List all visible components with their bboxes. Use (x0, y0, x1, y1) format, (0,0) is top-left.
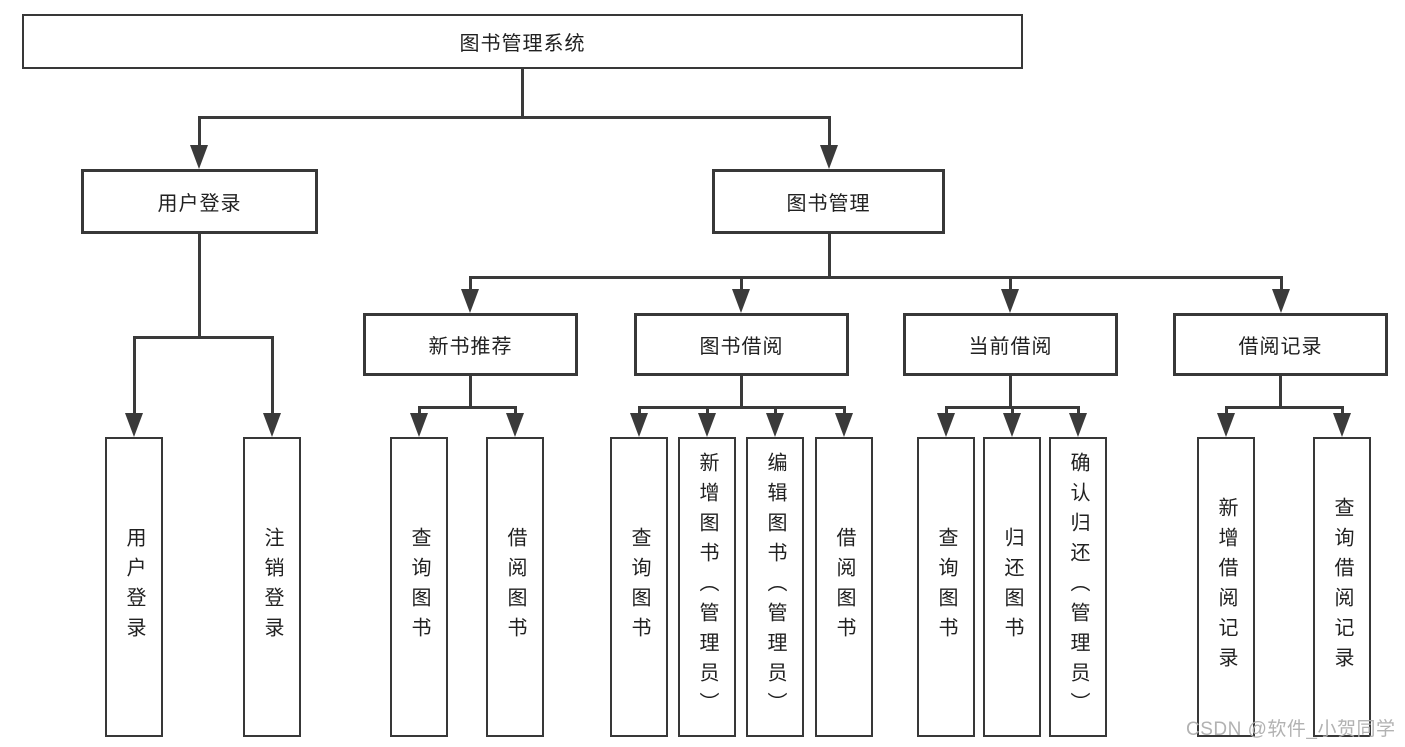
node-current-borrowing-label: 当前借阅 (968, 336, 1053, 358)
connector-drop-leaf (513, 405, 517, 416)
leaf-query-books-2-label: 查询图书 (628, 527, 650, 647)
connector-drop-leaf (270, 335, 274, 415)
connector-new-books-stem (469, 376, 472, 408)
arrowhead-down-icon (1217, 413, 1235, 437)
leaf-return-books-label: 归还图书 (1001, 527, 1023, 647)
leaf-add-borrow-record-label: 新增借阅记录 (1215, 497, 1237, 677)
leaf-return-books: 归还图书 (983, 437, 1041, 737)
leaf-borrow-books-1: 借阅图书 (486, 437, 544, 737)
arrowhead-down-icon (766, 413, 784, 437)
leaf-add-books-admin: 新增图书（管理员） (678, 437, 736, 737)
connector-drop-records (1279, 275, 1283, 292)
connector-drop-book-mgmt (827, 115, 831, 147)
leaf-borrow-books-2: 借阅图书 (815, 437, 873, 737)
connector-records-stem (1278, 376, 1282, 408)
connector-records-crossbar (1224, 405, 1344, 409)
arrowhead-down-icon (410, 413, 428, 437)
node-book-management: 图书管理 (712, 169, 945, 234)
connector-root-crossbar (197, 115, 831, 119)
arrowhead-down-icon (125, 413, 143, 437)
connector-user-login-stem (197, 234, 201, 338)
connector-book-mgmt-crossbar (468, 275, 1283, 279)
arrowhead-down-icon (1001, 289, 1019, 313)
connector-borrowing-crossbar (637, 405, 846, 409)
connector-root-stem (520, 69, 524, 118)
arrowhead-down-icon (835, 413, 853, 437)
leaf-confirm-return-admin: 确认归还（管理员） (1049, 437, 1107, 737)
leaf-query-books-2: 查询图书 (610, 437, 668, 737)
connector-drop-leaf (637, 405, 641, 416)
leaf-query-books-1: 查询图书 (390, 437, 448, 737)
node-new-book-recommend-label: 新书推荐 (428, 336, 513, 358)
arrowhead-down-icon (1333, 413, 1351, 437)
connector-drop-user-login (197, 115, 201, 147)
node-user-login-label: 用户登录 (157, 193, 242, 215)
connector-new-books-crossbar (417, 405, 517, 409)
connector-drop-leaf (944, 405, 948, 416)
arrowhead-down-icon (937, 413, 955, 437)
leaf-query-borrow-record: 查询借阅记录 (1313, 437, 1371, 737)
leaf-query-borrow-record-label: 查询借阅记录 (1331, 497, 1353, 677)
arrowhead-down-icon (1003, 413, 1021, 437)
connector-drop-borrowing (739, 275, 743, 292)
arrowhead-down-icon (506, 413, 524, 437)
leaf-logout-label: 注销登录 (261, 527, 283, 647)
connector-drop-new-books (468, 275, 472, 292)
arrowhead-down-icon (732, 289, 750, 313)
node-root-label: 图书管理系统 (459, 33, 586, 55)
leaf-add-borrow-record: 新增借阅记录 (1197, 437, 1255, 737)
connector-drop-leaf (773, 405, 777, 416)
leaf-query-books-3-label: 查询图书 (935, 527, 957, 647)
leaf-logout: 注销登录 (243, 437, 301, 737)
leaf-edit-books-admin: 编辑图书（管理员） (746, 437, 804, 737)
leaf-user-login-label: 用户登录 (123, 527, 145, 647)
leaf-query-books-1-label: 查询图书 (408, 527, 430, 647)
connector-current-stem (1008, 376, 1012, 408)
leaf-add-books-admin-label: 新增图书（管理员） (696, 452, 718, 722)
node-root: 图书管理系统 (22, 14, 1023, 69)
leaf-confirm-return-admin-label: 确认归还（管理员） (1067, 452, 1089, 722)
node-book-borrowing: 图书借阅 (634, 313, 849, 376)
connector-drop-leaf (705, 405, 709, 416)
connector-drop-leaf (1340, 405, 1344, 416)
arrowhead-down-icon (698, 413, 716, 437)
arrowhead-down-icon (1272, 289, 1290, 313)
arrowhead-down-icon (820, 145, 838, 169)
node-borrow-records: 借阅记录 (1173, 313, 1388, 376)
leaf-query-books-3: 查询图书 (917, 437, 975, 737)
node-user-login: 用户登录 (81, 169, 318, 234)
arrowhead-down-icon (263, 413, 281, 437)
arrowhead-down-icon (461, 289, 479, 313)
connector-drop-leaf (1076, 405, 1080, 416)
node-borrow-records-label: 借阅记录 (1238, 336, 1323, 358)
arrowhead-down-icon (1069, 413, 1087, 437)
connector-book-mgmt-stem (827, 234, 831, 278)
connector-drop-leaf (417, 405, 421, 416)
leaf-borrow-books-2-label: 借阅图书 (833, 527, 855, 647)
connector-drop-leaf (1224, 405, 1228, 416)
node-new-book-recommend: 新书推荐 (363, 313, 578, 376)
arrowhead-down-icon (630, 413, 648, 437)
connector-drop-leaf (132, 335, 136, 415)
connector-drop-leaf (1010, 405, 1014, 416)
connector-drop-leaf (842, 405, 846, 416)
node-book-management-label: 图书管理 (786, 193, 871, 215)
node-current-borrowing: 当前借阅 (903, 313, 1118, 376)
node-book-borrowing-label: 图书借阅 (699, 336, 784, 358)
leaf-user-login: 用户登录 (105, 437, 163, 737)
csdn-watermark: CSDN @软件_小贺同学 (1186, 719, 1396, 740)
leaf-borrow-books-1-label: 借阅图书 (504, 527, 526, 647)
connector-borrowing-stem (739, 376, 743, 408)
connector-drop-current (1008, 275, 1012, 292)
leaf-edit-books-admin-label: 编辑图书（管理员） (764, 452, 786, 722)
arrowhead-down-icon (190, 145, 208, 169)
connector-user-login-crossbar (132, 335, 274, 339)
